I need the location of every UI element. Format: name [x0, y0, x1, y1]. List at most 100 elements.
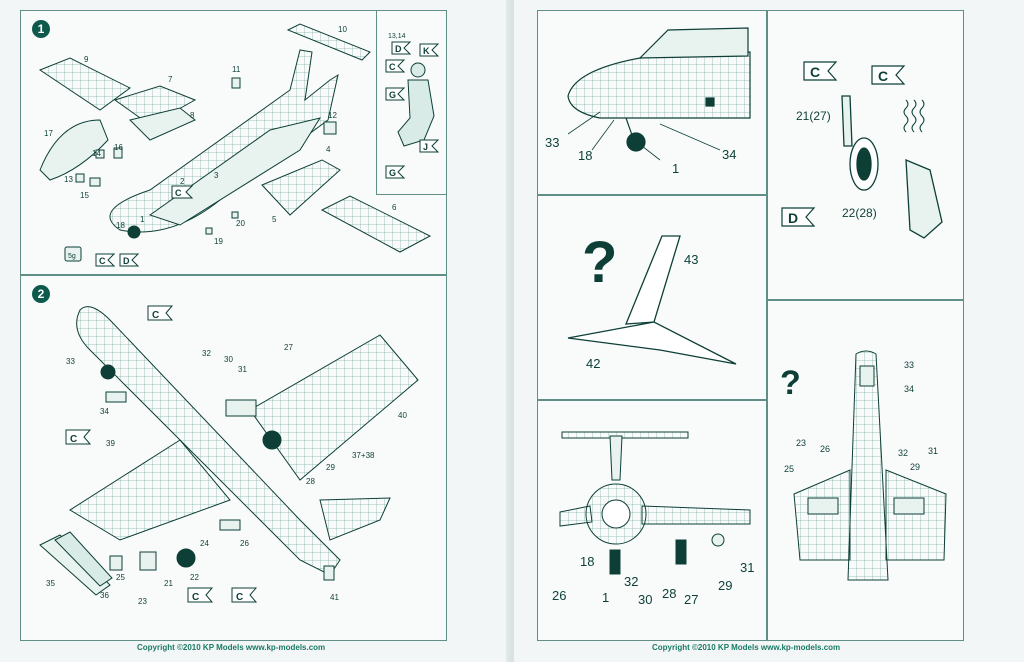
part-label: 33 — [66, 357, 75, 366]
part-label: 23 — [796, 438, 806, 448]
tag-c: C — [810, 64, 820, 80]
part-label: 32 — [624, 574, 638, 589]
step2-airframe — [69, 306, 419, 576]
part-label: 30 — [638, 592, 652, 607]
part-label: 9 — [84, 55, 89, 64]
part-label: 18 — [580, 554, 594, 569]
part-label: 29 — [326, 463, 335, 472]
question-mark: ? — [582, 230, 617, 295]
part-label: 35 — [46, 579, 55, 588]
tag-g: G — [389, 90, 396, 100]
part-label: 32 — [202, 349, 211, 358]
tail-drawing — [567, 235, 737, 365]
tag-c: C — [389, 62, 396, 72]
part-label: 34 — [722, 147, 736, 162]
part-label: 18 — [116, 221, 125, 230]
part-label: 33 — [904, 360, 914, 370]
step2-parts — [39, 364, 335, 596]
tag-c: C — [152, 310, 159, 321]
part-label: 4 — [326, 145, 331, 154]
question-mark: ? — [780, 364, 801, 402]
step1-small-parts — [75, 77, 337, 239]
part-label: 32 — [898, 448, 908, 458]
part-label: 1 — [672, 161, 679, 176]
part-label: 2 — [180, 177, 185, 186]
part-label: 22 — [190, 573, 199, 582]
step1-stabilizer — [286, 23, 371, 61]
part-label: 14 — [92, 149, 101, 158]
tag-c: C — [236, 592, 243, 603]
part-label: 1 — [602, 590, 609, 605]
tag-c: C — [99, 256, 106, 266]
step2-tags — [65, 305, 258, 603]
part-label: 20 — [236, 219, 245, 228]
part-label: 27 — [684, 592, 698, 607]
part-label: 31 — [238, 365, 247, 374]
tag-k: K — [423, 46, 430, 56]
part-label: 21(27) — [796, 109, 831, 123]
part-label: 1 — [140, 215, 145, 224]
tag-c: C — [878, 68, 888, 84]
weight-label: 5g — [68, 253, 76, 260]
part-label: 31 — [928, 446, 938, 456]
part-label: 8 — [190, 111, 195, 120]
copyright-left: Copyright ©2010 KP Models www.kp-models.… — [137, 643, 326, 652]
step1-tags — [95, 185, 194, 267]
tag-d: D — [123, 256, 130, 266]
tag-c: C — [175, 188, 182, 198]
tag-d: D — [788, 210, 798, 226]
part-label: 31 — [740, 560, 754, 575]
part-label: 28 — [662, 586, 676, 601]
underside-drawing — [793, 350, 947, 581]
part-label: 25 — [784, 464, 794, 474]
part-label: 10 — [338, 25, 347, 34]
step1-canopy — [39, 119, 109, 181]
part-label: 12 — [328, 111, 337, 120]
part-label: 29 — [718, 578, 732, 593]
front-view-drawing — [559, 431, 751, 575]
step-2-badge: 2 — [32, 285, 50, 303]
part-label: 40 — [398, 411, 407, 420]
step1-left-wing — [38, 57, 197, 141]
part-label: 17 — [44, 129, 53, 138]
part-label: 16 — [114, 143, 123, 152]
glue-icon — [903, 99, 925, 133]
part-label: 24 — [200, 539, 209, 548]
part-label: 21 — [164, 579, 173, 588]
part-label: 26 — [552, 588, 566, 603]
pilot-parts-label: 13,14 — [388, 33, 406, 40]
part-label: 18 — [578, 148, 592, 163]
part-label: 30 — [224, 355, 233, 364]
part-label: 5 — [272, 215, 277, 224]
part-label: 42 — [586, 356, 600, 371]
part-label: 15 — [80, 191, 89, 200]
part-label: 11 — [232, 65, 241, 74]
step1-right-wing — [261, 159, 432, 253]
part-label: 22(28) — [842, 206, 877, 220]
part-label: 37+38 — [352, 451, 375, 460]
part-label: 26 — [820, 444, 830, 454]
part-label: 23 — [138, 597, 147, 606]
wheel-assembly-drawing — [841, 95, 943, 239]
tag-j: J — [423, 142, 428, 152]
part-label: 19 — [214, 237, 223, 246]
step1-fuselage — [109, 49, 339, 233]
part-label: 36 — [100, 591, 109, 600]
step-1-badge: 1 — [32, 20, 50, 38]
tag-d: D — [395, 44, 402, 54]
part-label: 34 — [904, 384, 914, 394]
copyright-right: Copyright ©2010 KP Models www.kp-models.… — [652, 643, 841, 652]
part-label: 3 — [214, 171, 219, 180]
nose-section-drawing — [567, 27, 751, 152]
tag-c: C — [192, 592, 199, 603]
part-label: 33 — [545, 135, 559, 150]
part-label: 7 — [168, 75, 173, 84]
part-label: 26 — [240, 539, 249, 548]
part-label: 27 — [284, 343, 293, 352]
part-label: 39 — [106, 439, 115, 448]
tag-g: G — [389, 168, 396, 178]
part-label: 6 — [392, 203, 397, 212]
part-label: 34 — [100, 407, 109, 416]
pilot-figure — [397, 62, 435, 147]
